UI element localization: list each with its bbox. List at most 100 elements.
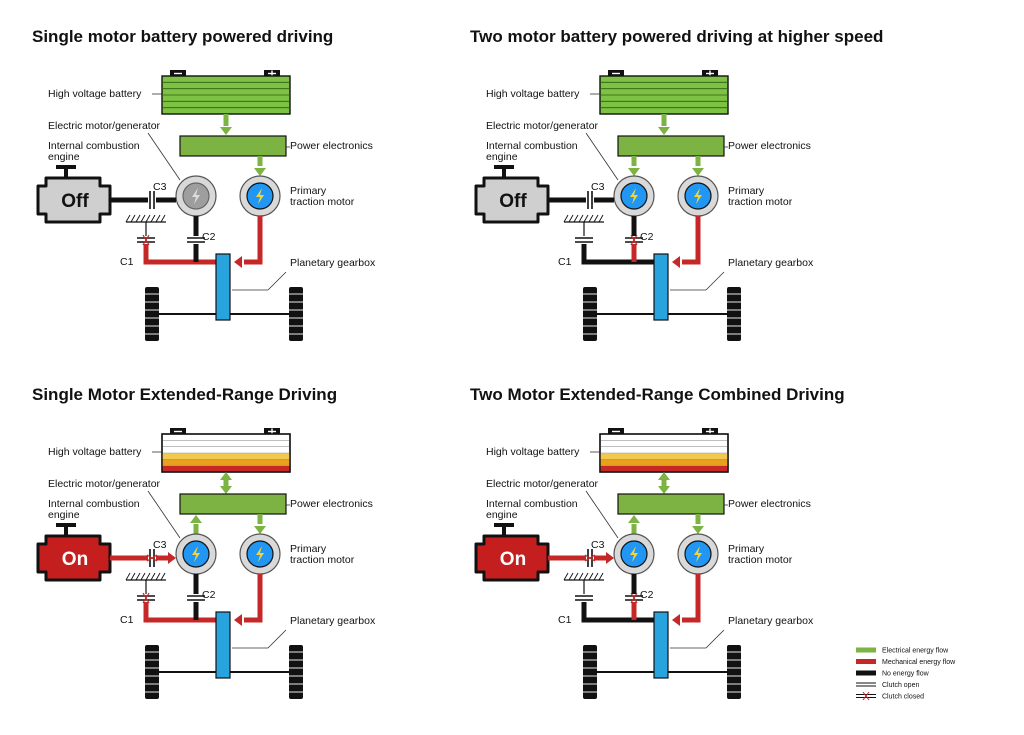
lightning-icon xyxy=(192,546,200,562)
ground-hatch-line xyxy=(125,572,131,581)
clutch-c2 xyxy=(625,234,643,246)
battery-flow-arrow xyxy=(658,127,670,135)
legend-label: No energy flow xyxy=(882,671,930,678)
ground-hatch-line xyxy=(588,214,594,223)
primary-flow-arrow-left xyxy=(672,256,680,268)
ground-hatch-line xyxy=(598,572,604,581)
leader-line xyxy=(585,132,619,181)
legend-label: Mechanical energy flow xyxy=(882,659,956,666)
engine-stem xyxy=(502,527,506,535)
legend-swatch xyxy=(856,670,876,676)
primary-label-line2: traction motor xyxy=(290,554,355,566)
wheel-left-icon xyxy=(145,645,159,699)
clutch-c2 xyxy=(187,237,205,243)
engine-flow-arrow xyxy=(168,552,176,564)
legend-item: Clutch closed xyxy=(856,691,924,701)
primary-motor-icon xyxy=(239,175,281,217)
legend-swatch xyxy=(856,659,876,664)
gearbox-label: Planetary gearbox xyxy=(728,615,814,627)
motor-generator-label: Electric motor/generator xyxy=(48,478,161,490)
primary-label-line1: Primary xyxy=(290,543,327,555)
planetary-gearbox-icon xyxy=(215,611,231,679)
engine-state-label: Off xyxy=(499,191,527,212)
battery-flow-arrow-down xyxy=(220,486,232,494)
battery-level-yellow xyxy=(162,453,290,459)
ground-hatch-line xyxy=(573,572,579,581)
wheel-right-icon xyxy=(727,287,741,341)
ground-hatch-line xyxy=(150,572,156,581)
mg-flow-arrow xyxy=(628,515,640,523)
ground-hatch-line xyxy=(578,214,584,223)
engine-stem xyxy=(502,169,506,177)
primary-label-line1: Primary xyxy=(728,543,765,555)
clutch-closed-mark xyxy=(146,554,158,562)
battery-icon xyxy=(599,428,729,473)
leader-line xyxy=(147,490,181,539)
battery-flow-arrow-up xyxy=(220,472,232,480)
c1-label: C1 xyxy=(120,256,134,268)
panel-title: Single Motor Extended-Range Driving xyxy=(32,385,337,404)
ground-hatch xyxy=(563,572,604,581)
engine-label-line1: Internal combustion xyxy=(486,140,578,152)
panel-2: Two motor battery powered driving at hig… xyxy=(470,27,883,341)
motor-generator-icon xyxy=(613,175,655,217)
leader-line xyxy=(705,271,725,291)
ground-hatch-line xyxy=(563,572,569,581)
battery-label: High voltage battery xyxy=(486,88,580,100)
legend-item: Mechanical energy flow xyxy=(856,659,956,666)
ground-hatch-line xyxy=(155,572,161,581)
c1-shaft xyxy=(581,244,656,265)
leader-line xyxy=(267,629,287,649)
ground-hatch-line xyxy=(135,572,141,581)
leader-line xyxy=(147,132,181,181)
legend-label: Clutch open xyxy=(882,682,919,689)
engine-state-label: On xyxy=(500,549,526,570)
wheel-tyre xyxy=(727,645,741,699)
ground-hatch-line xyxy=(135,214,141,223)
primary-motor-icon xyxy=(677,175,719,217)
clutch-c1 xyxy=(137,592,155,604)
wheel-tyre xyxy=(145,287,159,341)
clutch-closed-mark xyxy=(630,592,638,604)
c3-label: C3 xyxy=(153,539,167,551)
battery-label: High voltage battery xyxy=(48,88,142,100)
wheel-tyre xyxy=(145,645,159,699)
mg-flow-arrow xyxy=(628,168,640,176)
wheel-tyre xyxy=(583,645,597,699)
engine-stem xyxy=(64,527,68,535)
legend-closed-mark xyxy=(862,691,870,701)
primary-flow-arrow-left xyxy=(234,614,242,626)
primary-flow-arrow xyxy=(692,526,704,534)
lightning-icon xyxy=(630,188,638,204)
lightning-icon xyxy=(192,188,200,204)
gearbox-label: Planetary gearbox xyxy=(290,615,376,627)
primary-flow-arrow xyxy=(254,526,266,534)
ground-hatch xyxy=(125,572,166,581)
c2-label: C2 xyxy=(202,231,216,243)
engine-icon: On xyxy=(36,523,112,582)
planetary-gearbox-icon xyxy=(215,253,231,321)
power-electronics-label: Power electronics xyxy=(728,140,811,152)
engine-state-label: Off xyxy=(61,191,89,212)
battery-level-red xyxy=(162,466,290,472)
ground-hatch xyxy=(125,214,166,223)
engine-label-line1: Internal combustion xyxy=(48,498,140,510)
ground-hatch-line xyxy=(140,572,146,581)
ground-hatch-line xyxy=(593,214,599,223)
leader-line xyxy=(585,490,619,539)
c3-label: C3 xyxy=(153,181,167,193)
primary-label-line2: traction motor xyxy=(290,196,355,208)
battery-level-yellow xyxy=(600,453,728,459)
wheel-left-icon xyxy=(583,287,597,341)
wheel-right-icon xyxy=(727,645,741,699)
engine-label-line1: Internal combustion xyxy=(48,140,140,152)
primary-label-line1: Primary xyxy=(290,185,327,197)
engine-label-line1: Internal combustion xyxy=(486,498,578,510)
battery-level-orange xyxy=(162,459,290,466)
clutch-closed-mark xyxy=(142,592,150,604)
mg-flow-arrow xyxy=(190,515,202,523)
clutch-c2 xyxy=(625,592,643,604)
ground-hatch-line xyxy=(160,572,166,581)
